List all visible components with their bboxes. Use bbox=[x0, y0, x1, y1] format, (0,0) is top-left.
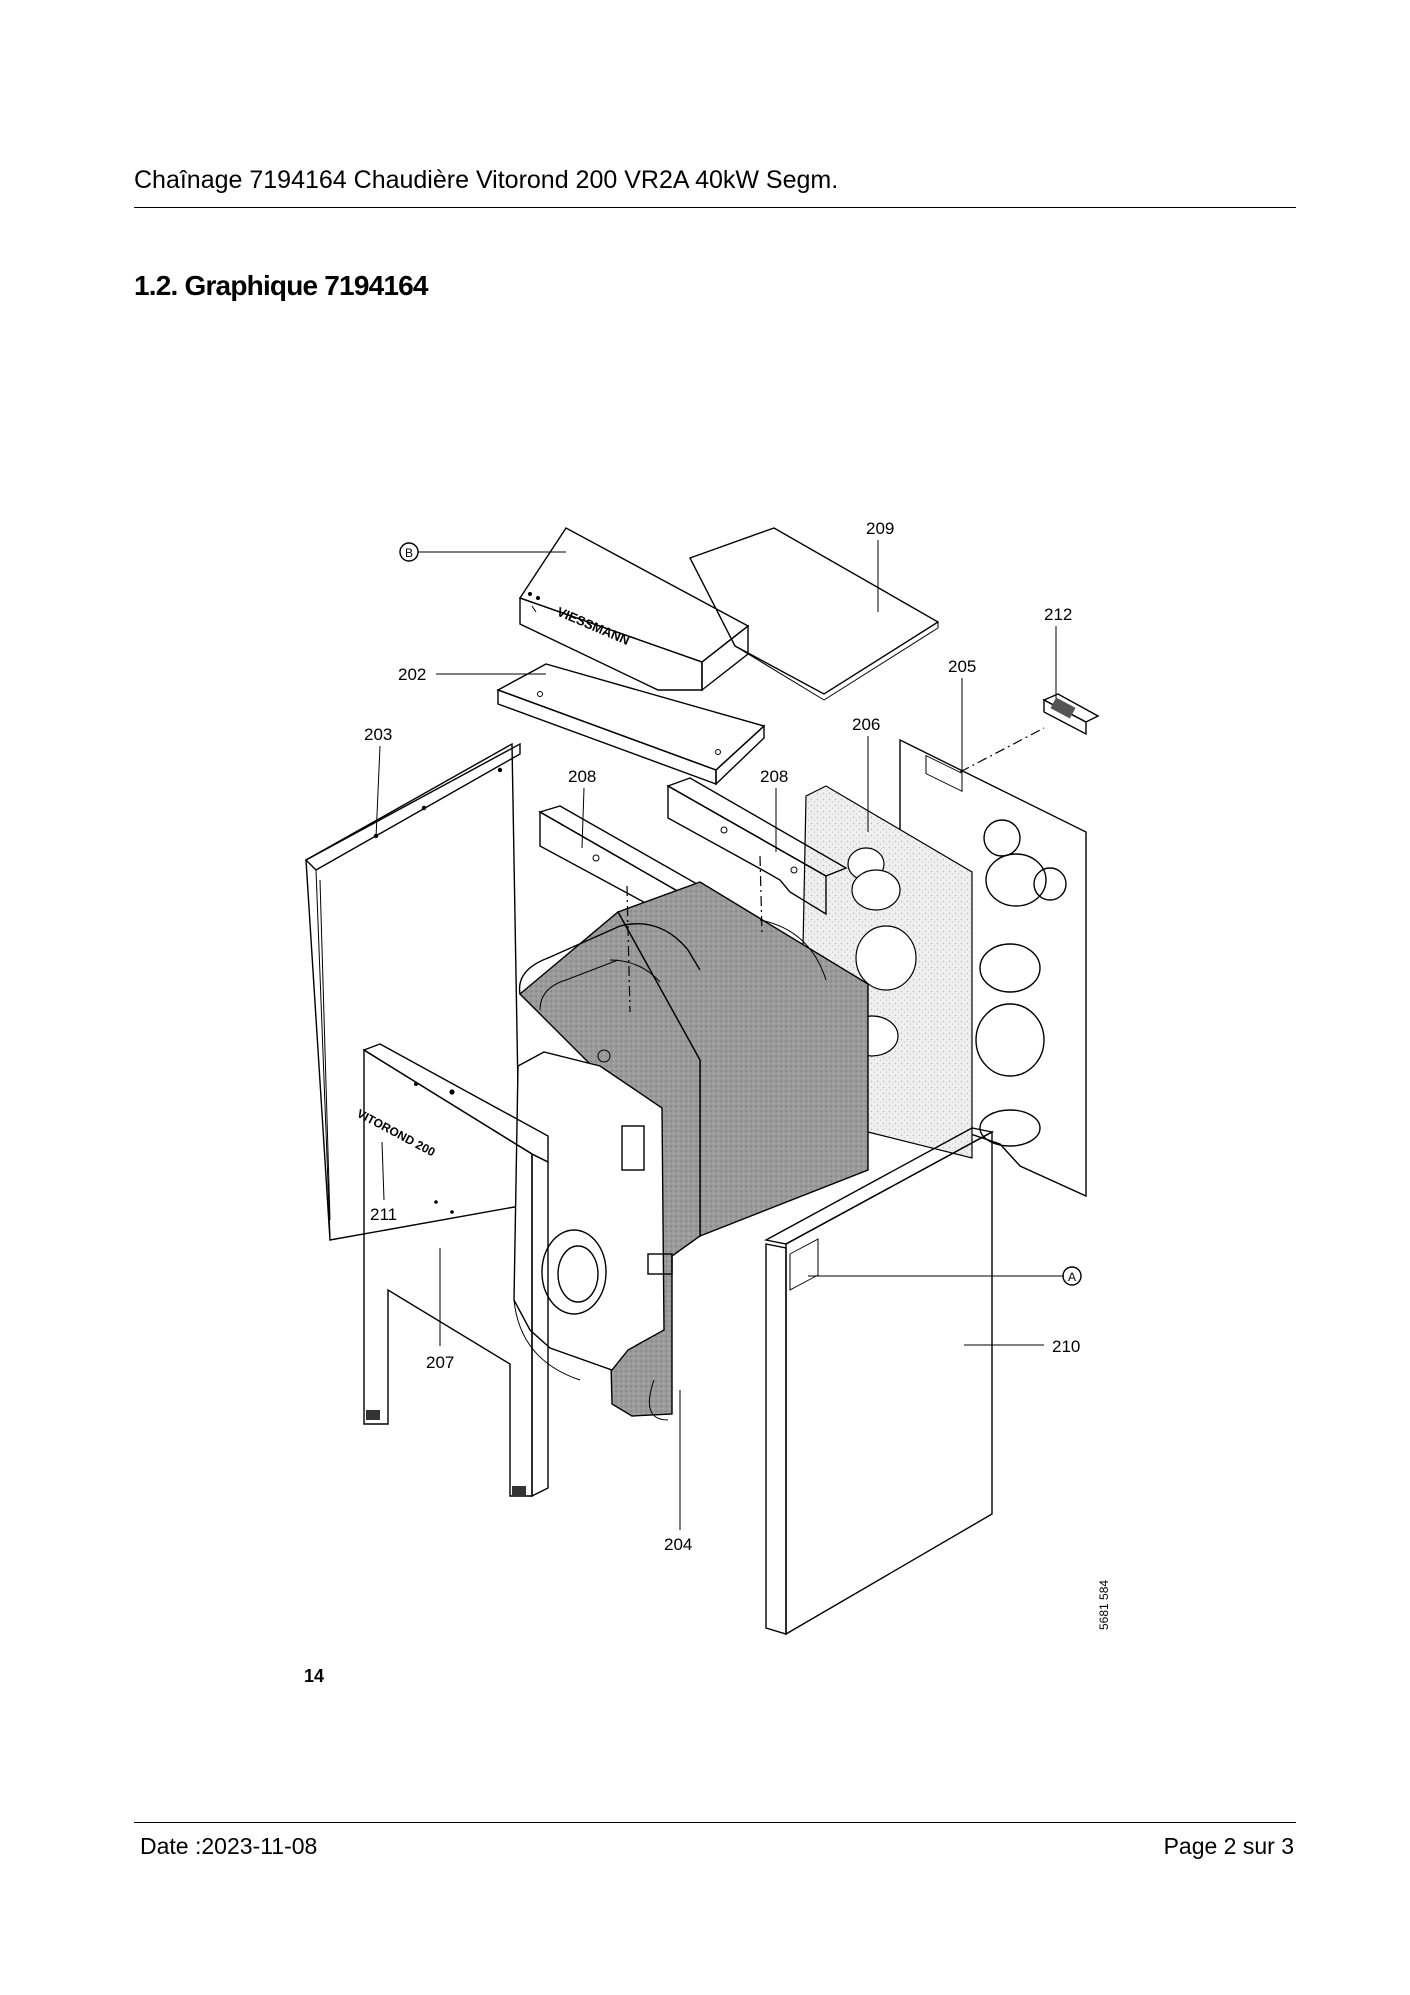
top-cover-panel-209 bbox=[689, 527, 940, 701]
callout-205: 205 bbox=[948, 657, 976, 676]
cover-plate-202 bbox=[496, 663, 766, 786]
drawing-code: 5681 584 bbox=[1097, 1580, 1111, 1630]
bracket-208-right bbox=[666, 777, 848, 916]
callout-204: 204 bbox=[664, 1535, 692, 1554]
callout-211: 211 bbox=[370, 1205, 397, 1224]
page-marker: 14 bbox=[304, 1666, 324, 1686]
footer-date: Date :2023-11-08 bbox=[140, 1833, 318, 1859]
front-door-210 bbox=[763, 1127, 995, 1636]
callout-207: 207 bbox=[426, 1353, 454, 1372]
brand-label: VIESSMANN bbox=[555, 604, 632, 648]
header-rule bbox=[134, 207, 1296, 208]
callout-208-right: 208 bbox=[760, 767, 788, 786]
small-part-212 bbox=[1042, 693, 1100, 736]
callout-210: 210 bbox=[1052, 1337, 1080, 1356]
side-panel-203 bbox=[304, 742, 521, 1241]
callout-202: 202 bbox=[398, 665, 426, 684]
document-header-title: Chaînage 7194164 Chaudière Vitorond 200 … bbox=[134, 166, 839, 194]
footer-page-number: Page 2 sur 3 bbox=[1163, 1833, 1294, 1859]
callout-206: 206 bbox=[852, 715, 880, 734]
callout-212: 212 bbox=[1044, 605, 1072, 624]
callout-209: 209 bbox=[866, 519, 894, 538]
callout-203: 203 bbox=[364, 725, 392, 744]
front-panel-model-label: VITOROND 200 bbox=[355, 1106, 438, 1159]
callout-B: B bbox=[405, 546, 413, 560]
section-title: 1.2. Graphique 7194164 bbox=[134, 270, 428, 301]
callout-208-left: 208 bbox=[568, 767, 596, 786]
callout-A: A bbox=[1068, 1270, 1076, 1284]
burner-door bbox=[513, 1049, 673, 1421]
footer-rule bbox=[134, 1822, 1296, 1823]
